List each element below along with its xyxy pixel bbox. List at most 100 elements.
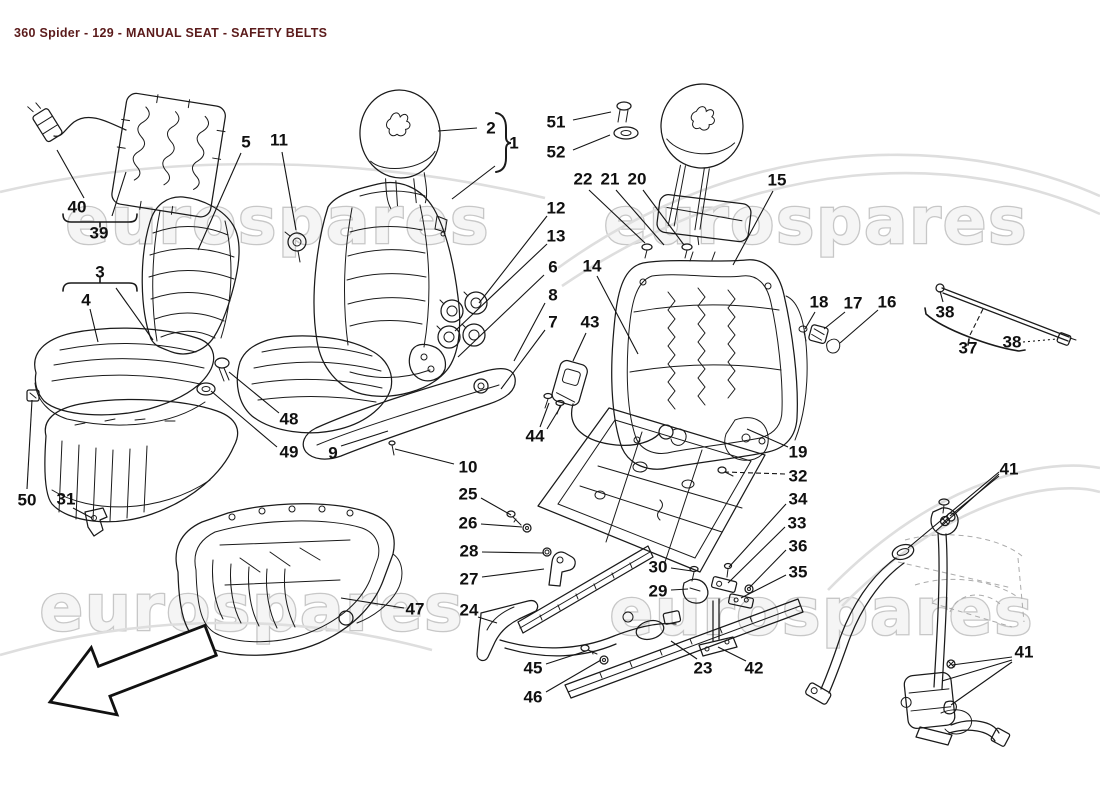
leader-line-38 — [939, 290, 944, 303]
leader-line-4 — [89, 308, 99, 343]
leader-line-19 — [746, 428, 789, 448]
callout-41[interactable]: 41 — [1015, 643, 1034, 662]
callout-52[interactable]: 52 — [547, 143, 566, 162]
callout-41[interactable]: 41 — [1000, 460, 1019, 479]
callout-40[interactable]: 40 — [68, 198, 87, 217]
callout-5[interactable]: 5 — [241, 133, 250, 152]
leader-line-18 — [804, 311, 816, 330]
leader-line-41 — [907, 471, 1000, 549]
callout-23[interactable]: 23 — [694, 659, 713, 678]
callout-26[interactable]: 26 — [459, 514, 478, 533]
callout-37[interactable]: 37 — [959, 339, 978, 358]
callout-6[interactable]: 6 — [548, 258, 557, 277]
annotation-brackets — [62, 112, 1026, 352]
callout-19[interactable]: 19 — [789, 443, 808, 462]
callout-38[interactable]: 38 — [936, 303, 955, 322]
leader-line-17 — [823, 311, 846, 330]
callout-49[interactable]: 49 — [280, 443, 299, 462]
callout-9[interactable]: 9 — [328, 444, 337, 463]
left-backrest-drawing — [141, 196, 240, 355]
leader-line-9 — [340, 430, 389, 447]
callout-20[interactable]: 20 — [628, 170, 647, 189]
leader-line-3 — [115, 287, 154, 341]
leader-line-47 — [340, 597, 405, 609]
callout-34[interactable]: 34 — [789, 490, 808, 509]
callout-39[interactable]: 39 — [90, 224, 109, 243]
recliner-knob-drawing — [284, 231, 307, 263]
callout-43[interactable]: 43 — [581, 313, 600, 332]
callout-51[interactable]: 51 — [547, 113, 566, 132]
callout-17[interactable]: 17 — [844, 294, 863, 313]
leader-line-40 — [56, 149, 85, 199]
callout-45[interactable]: 45 — [524, 659, 543, 678]
leader-line-14 — [596, 275, 639, 355]
callout-31[interactable]: 31 — [57, 490, 76, 509]
callout-1[interactable]: 1 — [509, 134, 518, 153]
leader-line-49 — [210, 390, 278, 448]
leader-line-24 — [477, 616, 498, 624]
callout-3[interactable]: 3 — [95, 263, 104, 282]
callout-18[interactable]: 18 — [810, 293, 829, 312]
callout-38[interactable]: 38 — [1003, 333, 1022, 352]
callout-44[interactable]: 44 — [526, 427, 545, 446]
leader-line-34 — [728, 503, 787, 568]
callout-30[interactable]: 30 — [649, 558, 668, 577]
leader-line-38 — [1022, 338, 1058, 343]
callout-46[interactable]: 46 — [524, 688, 543, 707]
leader-line-31 — [72, 507, 93, 519]
side-panel-drawing — [302, 291, 516, 460]
callout-27[interactable]: 27 — [460, 570, 479, 589]
callout-8[interactable]: 8 — [548, 286, 557, 305]
leader-line-1 — [451, 165, 496, 200]
callout-48[interactable]: 48 — [280, 410, 299, 429]
callout-29[interactable]: 29 — [649, 582, 668, 601]
leader-line-41 — [950, 661, 1013, 706]
callout-24[interactable]: 24 — [460, 601, 479, 620]
callout-14[interactable]: 14 — [583, 257, 602, 276]
callout-12[interactable]: 12 — [547, 199, 566, 218]
callout-13[interactable]: 13 — [547, 227, 566, 246]
callout-4[interactable]: 4 — [81, 291, 91, 310]
callout-7[interactable]: 7 — [548, 313, 557, 332]
seat-rails-drawing — [476, 545, 804, 699]
callout-2[interactable]: 2 — [486, 119, 495, 138]
callout-47[interactable]: 47 — [406, 600, 425, 619]
callout-28[interactable]: 28 — [460, 542, 479, 561]
callout-15[interactable]: 15 — [768, 171, 787, 190]
leader-line-10 — [394, 448, 455, 465]
leader-line-30 — [670, 567, 693, 572]
callout-25[interactable]: 25 — [459, 485, 478, 504]
leader-line-32 — [724, 471, 786, 475]
leader-line-13 — [454, 243, 548, 332]
callout-21[interactable]: 21 — [601, 170, 620, 189]
callout-16[interactable]: 16 — [878, 293, 897, 312]
leader-line-33 — [727, 526, 786, 584]
callout-36[interactable]: 36 — [789, 537, 808, 556]
callout-10[interactable]: 10 — [459, 458, 478, 477]
middle-backrest-drawing — [313, 181, 461, 397]
leader-line-37 — [968, 308, 984, 338]
left-cushion-drawing — [34, 327, 215, 426]
callout-33[interactable]: 33 — [788, 514, 807, 533]
adjustment-knobs — [436, 291, 488, 349]
callout-22[interactable]: 22 — [574, 170, 593, 189]
leader-line-29 — [670, 588, 689, 591]
backrest-frame-drawing — [611, 251, 841, 470]
leader-line-15 — [732, 190, 774, 266]
leader-line-48 — [228, 371, 280, 414]
callout-50[interactable]: 50 — [18, 491, 37, 510]
leader-line-11 — [281, 151, 297, 231]
car-body-sketch — [897, 534, 1025, 628]
callout-42[interactable]: 42 — [745, 659, 764, 678]
cushion-frame-drawing — [537, 407, 766, 573]
leader-lines-layer — [26, 111, 1058, 706]
callout-32[interactable]: 32 — [789, 467, 808, 486]
heater-pad-drawing — [27, 92, 226, 218]
leader-line-20 — [642, 189, 685, 246]
callout-35[interactable]: 35 — [789, 563, 808, 582]
leader-line-16 — [839, 309, 879, 344]
callout-11[interactable]: 11 — [270, 131, 288, 150]
